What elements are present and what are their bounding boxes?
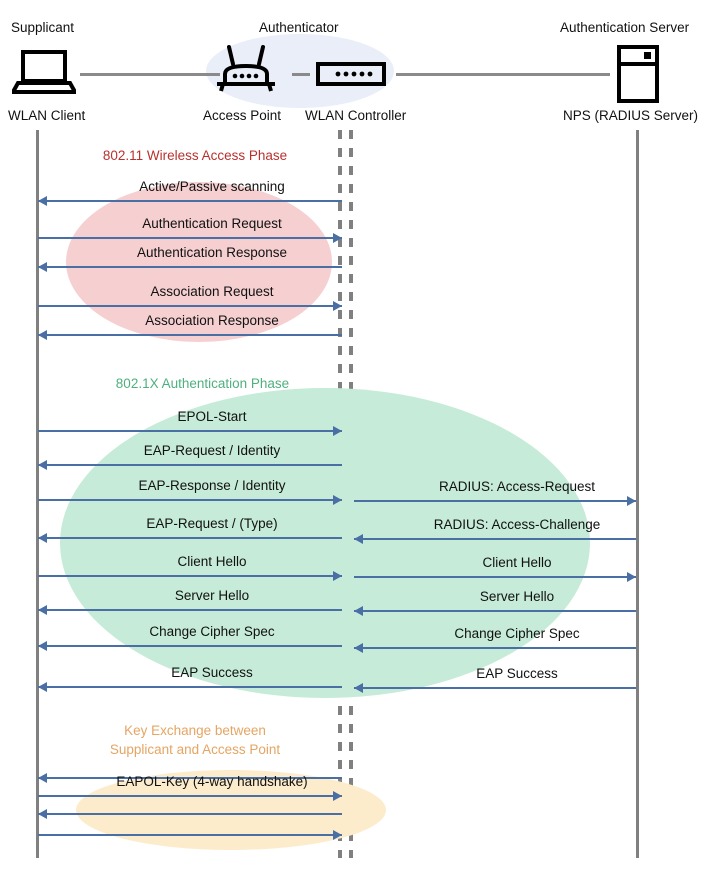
message-arrow-line	[38, 237, 342, 239]
message-arrow-line	[354, 576, 636, 578]
message-arrow-head-left	[38, 329, 47, 340]
message-arrow-head-left	[38, 459, 47, 470]
actor-role-authenticator: Authenticator	[259, 20, 339, 35]
message-arrow-line	[38, 537, 342, 539]
link-controller-to-server	[396, 73, 610, 76]
message-label: EAP Success	[476, 666, 558, 681]
message-arrow-line	[38, 609, 342, 611]
message-arrow-line	[38, 575, 342, 577]
phase-title-wireless-access: 802.11 Wireless Access Phase	[102, 148, 288, 163]
message-arrow-line	[38, 795, 342, 797]
actor-label-wlan-controller: WLAN Controller	[305, 108, 407, 123]
message-arrow-line	[354, 647, 636, 649]
message-label: EAP-Response / Identity	[138, 478, 286, 493]
actor-role-supplicant: Supplicant	[11, 20, 75, 35]
lifeline-supplicant	[36, 130, 39, 858]
authenticator-highlight-ellipse	[206, 34, 394, 108]
message-arrow-line	[38, 686, 342, 688]
message-label: EAP Success	[171, 665, 253, 680]
message-arrow-head-right	[627, 571, 636, 582]
message-arrow-line	[38, 499, 342, 501]
phase-title-key-exchange: Key Exchange between Supplicant and Acce…	[109, 723, 281, 757]
phase-ellipse-dot1x	[60, 388, 590, 698]
laptop-icon	[12, 50, 76, 94]
message-arrow-head-left	[38, 604, 47, 615]
message-arrow-head-right	[627, 495, 636, 506]
message-label: Authentication Response	[136, 245, 288, 260]
message-arrow-line	[38, 777, 342, 779]
message-arrow-head-right	[333, 570, 342, 581]
message-label: Active/Passive scanning	[139, 179, 285, 194]
message-arrow-line	[38, 430, 342, 432]
message-label: EPOL-Start	[177, 409, 247, 424]
message-label: Client Hello	[177, 554, 247, 569]
message-arrow-line	[38, 266, 342, 268]
message-arrow-line	[354, 538, 636, 540]
message-arrow-line	[38, 645, 342, 647]
message-arrow-line	[38, 200, 342, 202]
actor-label-wlan-client: WLAN Client	[8, 108, 86, 123]
message-arrow-head-left	[354, 642, 363, 653]
message-label: EAP-Request / Identity	[143, 443, 281, 458]
message-arrow-head-right	[333, 790, 342, 801]
server-icon	[617, 45, 659, 103]
message-arrow-head-right	[333, 494, 342, 505]
message-label: Association Response	[145, 313, 279, 328]
actor-label-nps-radius-server: NPS (RADIUS Server)	[563, 108, 699, 123]
phase-ellipse-wireless-access	[66, 182, 332, 342]
message-arrow-head-left	[38, 532, 47, 543]
message-arrow-head-left	[38, 772, 47, 783]
message-label: EAP-Request / (Type)	[146, 516, 278, 531]
message-arrow-line	[38, 305, 342, 307]
message-label: Association Request	[150, 284, 274, 299]
wlan-controller-icon	[316, 62, 386, 86]
message-label: EAPOL-Key (4-way handshake)	[116, 774, 308, 789]
message-arrow-line	[38, 834, 342, 836]
message-arrow-line	[354, 687, 636, 689]
message-label: Change Cipher Spec	[454, 626, 580, 641]
actor-label-access-point: Access Point	[203, 108, 282, 123]
message-label: Server Hello	[174, 588, 250, 603]
message-arrow-head-left	[38, 640, 47, 651]
message-label: RADIUS: Access-Request	[438, 479, 596, 494]
message-label: Authentication Request	[142, 216, 282, 231]
message-label: RADIUS: Access-Challenge	[433, 517, 601, 532]
message-arrow-head-right	[333, 232, 342, 243]
message-arrow-line	[38, 334, 342, 336]
message-arrow-line	[38, 813, 342, 815]
access-point-icon	[215, 44, 277, 94]
message-arrow-head-right	[333, 829, 342, 840]
phase-title-dot1x: 802.1X Authentication Phase	[115, 376, 290, 391]
message-arrow-head-left	[38, 261, 47, 272]
message-label: Change Cipher Spec	[149, 624, 275, 639]
lifeline-authentication-server	[636, 130, 639, 858]
link-ap-to-controller	[292, 73, 310, 76]
message-arrow-head-left	[354, 682, 363, 693]
link-client-to-ap	[80, 73, 220, 76]
message-arrow-line	[38, 464, 342, 466]
message-arrow-head-left	[38, 808, 47, 819]
message-arrow-head-left	[38, 195, 47, 206]
message-label: Client Hello	[482, 555, 552, 570]
actor-role-authentication-server: Authentication Server	[560, 20, 690, 35]
message-arrow-head-left	[38, 681, 47, 692]
message-arrow-head-right	[333, 300, 342, 311]
message-arrow-line	[354, 500, 636, 502]
message-label: Server Hello	[479, 589, 555, 604]
message-arrow-head-left	[354, 533, 363, 544]
message-arrow-head-left	[354, 605, 363, 616]
message-arrow-line	[354, 610, 636, 612]
message-arrow-head-right	[333, 425, 342, 436]
